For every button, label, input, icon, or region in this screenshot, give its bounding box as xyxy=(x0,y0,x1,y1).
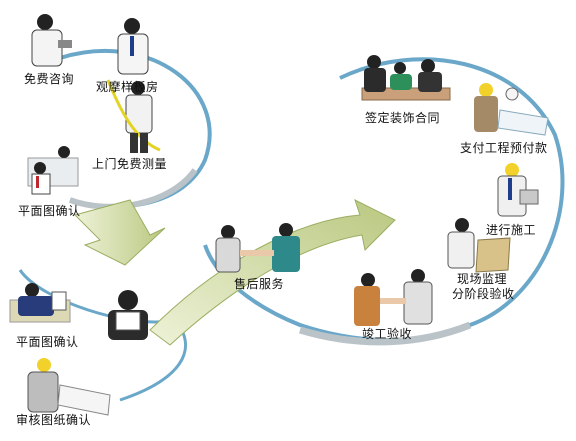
swoosh-right-shadow xyxy=(298,321,472,346)
step-after-sales: 售后服务 xyxy=(234,277,285,291)
after-sales-figure xyxy=(215,223,300,273)
step-supervision: 现场监理 分阶段验收 xyxy=(452,272,515,302)
step-supervision-line2: 分阶段验收 xyxy=(452,287,515,301)
pay-advance-figure xyxy=(474,83,549,136)
completion-figure xyxy=(354,269,433,326)
step-free-consult: 免费咨询 xyxy=(24,72,75,86)
floor-plan-1-figure xyxy=(27,146,79,195)
step-floor-plan-confirm-2: 平面图确认 xyxy=(16,335,79,349)
consult-figure xyxy=(31,14,72,67)
construction-figure xyxy=(497,163,539,217)
figures xyxy=(9,14,549,416)
step-pay-advance: 支付工程预付款 xyxy=(460,141,548,155)
step-floor-plan-confirm-1: 平面图确认 xyxy=(18,204,81,218)
step-onsite-measure: 上门免费测量 xyxy=(92,157,168,171)
supervision-figure xyxy=(447,218,511,273)
review-figure xyxy=(27,358,111,416)
contract-figure xyxy=(361,55,451,101)
step-sign-contract: 签定装饰合同 xyxy=(365,111,441,125)
step-view-model-room: 观摩样板房 xyxy=(96,80,159,94)
flow-arrows xyxy=(74,199,396,346)
step-review-drawings: 审核图纸确认 xyxy=(16,413,92,427)
swoosh-top-left-shadow xyxy=(68,168,198,210)
floor-plan-2-figure xyxy=(9,283,148,340)
swoosh-right-loop xyxy=(203,57,565,342)
step-completion-acceptance: 竣工验收 xyxy=(362,327,413,341)
step-construction: 进行施工 xyxy=(486,223,537,237)
arrow-down-left xyxy=(74,199,166,266)
model-room-figure xyxy=(117,18,149,75)
step-supervision-line1: 现场监理 xyxy=(457,272,508,286)
measure-figure xyxy=(106,79,161,153)
